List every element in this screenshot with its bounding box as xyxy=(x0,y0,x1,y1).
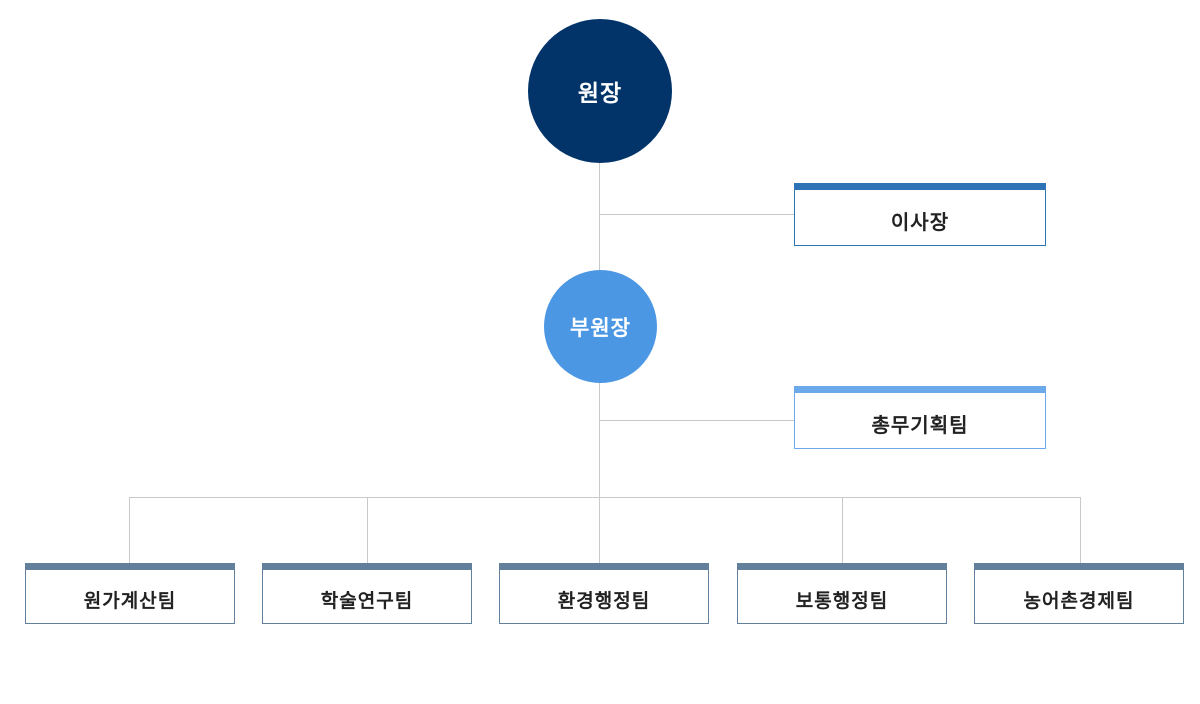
team-label: 농어촌경제팀 xyxy=(1023,590,1135,612)
team-label: 원가계산팀 xyxy=(83,590,177,612)
general-affairs-connector xyxy=(599,420,795,421)
team-drop-connector-5 xyxy=(1080,497,1081,564)
team-node-academic-research: 학술연구팀 xyxy=(262,563,472,624)
team-drop-connector-4 xyxy=(842,497,843,564)
director-label: 원장 xyxy=(577,81,623,107)
team-drop-connector-1 xyxy=(129,497,130,564)
teams-horizontal-connector xyxy=(129,497,1081,498)
team-label: 학술연구팀 xyxy=(320,590,414,612)
board-chair-node: 이사장 xyxy=(794,183,1046,246)
board-chair-label: 이사장 xyxy=(890,210,950,234)
vice-director-node: 부원장 xyxy=(544,270,657,383)
team-drop-connector-2 xyxy=(367,497,368,564)
team-node-cost-accounting: 원가계산팀 xyxy=(25,563,235,624)
board-chair-connector xyxy=(599,214,795,215)
general-affairs-label: 총무기획팀 xyxy=(871,413,969,437)
team-label: 보통행정팀 xyxy=(795,590,889,612)
team-drop-connector-3 xyxy=(599,497,600,564)
team-node-environmental-admin: 환경행정팀 xyxy=(499,563,709,624)
vice-director-label: 부원장 xyxy=(570,315,631,340)
team-label: 환경행정팀 xyxy=(557,590,651,612)
director-node: 원장 xyxy=(528,19,672,163)
general-affairs-node: 총무기획팀 xyxy=(794,386,1046,449)
team-node-rural-economy: 농어촌경제팀 xyxy=(974,563,1184,624)
team-node-general-admin: 보통행정팀 xyxy=(737,563,947,624)
